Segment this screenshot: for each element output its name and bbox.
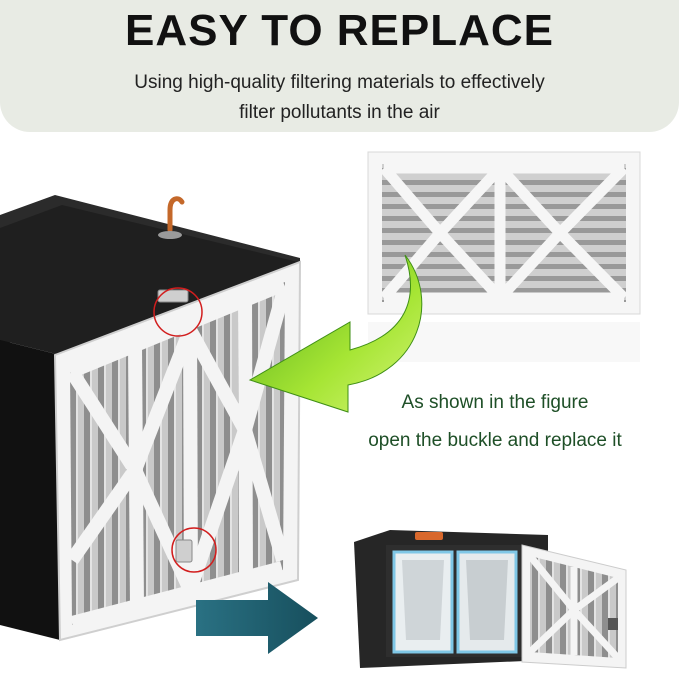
caption-line-1: As shown in the figure	[401, 392, 589, 413]
air-filter-housing	[0, 195, 302, 642]
right-arrow-icon	[196, 582, 318, 654]
hook-icon	[158, 196, 185, 239]
top-buckle	[153, 287, 203, 337]
caption-line-2: open the buckle and replace it	[368, 430, 622, 451]
curved-arrow-icon	[248, 254, 423, 413]
handle	[415, 532, 443, 540]
page-title: EASY TO REPLACE	[124, 6, 555, 55]
red-circle-icon	[153, 287, 203, 337]
header-banner: EASY TO REPLACE Using high-quality filte…	[0, 0, 679, 132]
bottom-buckle	[171, 527, 217, 573]
open-filter-unit	[354, 530, 627, 669]
subtitle: Using high-quality filtering materials t…	[0, 68, 679, 128]
red-circle-icon	[171, 527, 217, 573]
filter-panel	[367, 151, 641, 362]
subtitle-line-1: Using high-quality filtering materials t…	[134, 72, 545, 93]
subtitle-line-2: filter pollutants in the air	[239, 102, 440, 123]
